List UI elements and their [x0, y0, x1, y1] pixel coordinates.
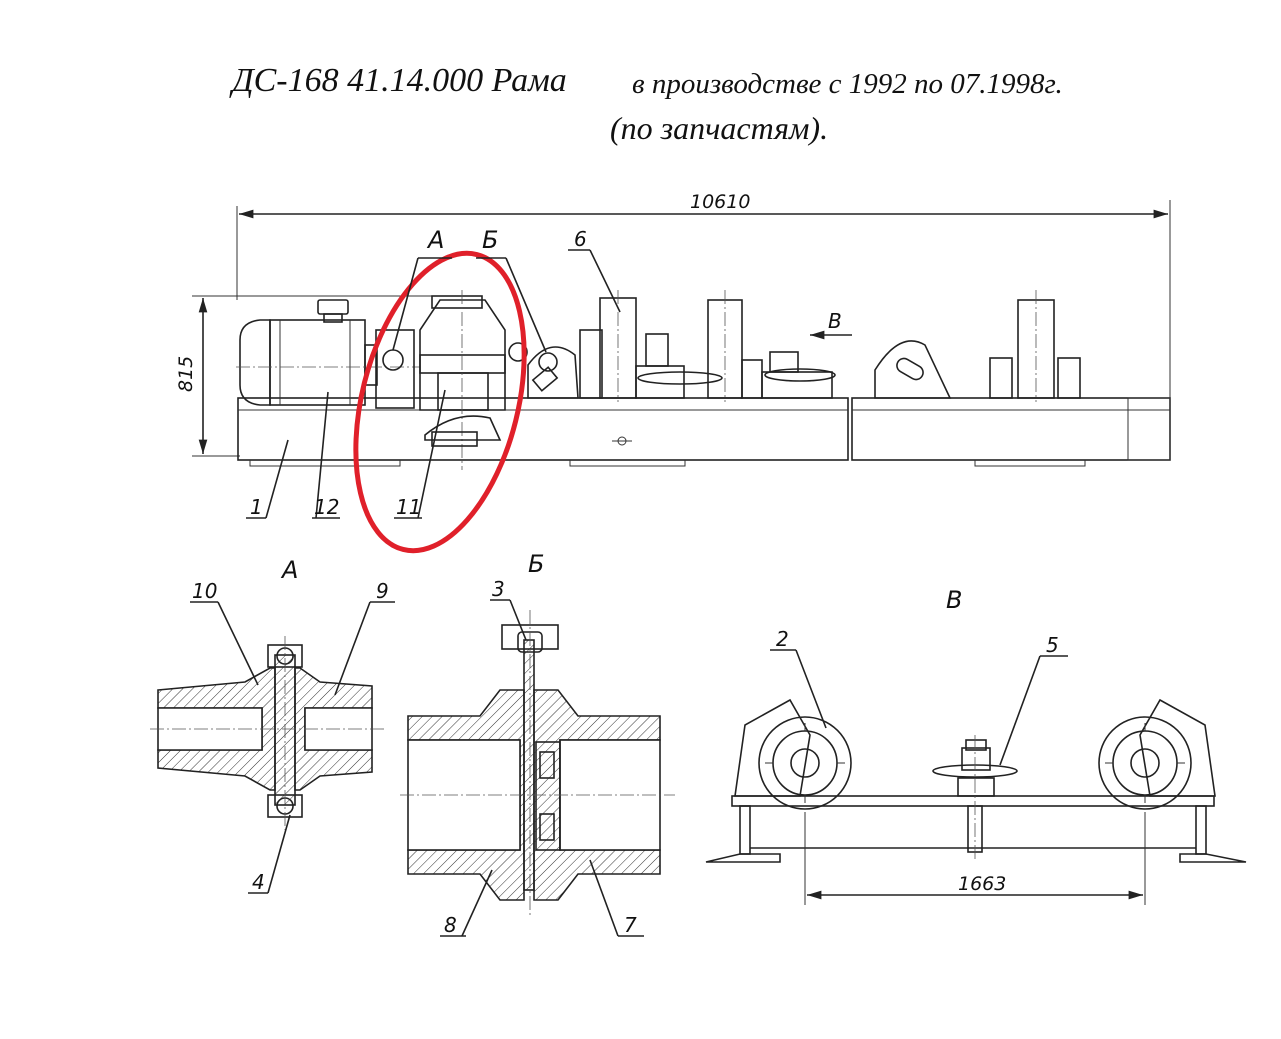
height-label: 815 — [175, 356, 197, 392]
title-block: ДС-168 41.14.000 Рама в производстве с 1… — [0, 0, 1281, 170]
section-a-title: А — [280, 556, 298, 584]
callout-2-label: 2 — [776, 627, 789, 651]
overall-length-label: 10610 — [690, 191, 750, 213]
callout-1: 1 — [246, 439, 289, 519]
callout-12-label: 12 — [314, 495, 339, 519]
section-b-title: Б — [528, 550, 544, 578]
view-v-arrow: В — [810, 309, 852, 340]
dimension-height: 815 — [175, 295, 440, 457]
callout-10-label: 10 — [192, 579, 217, 603]
view-v-marker: В — [828, 309, 842, 333]
callout-7-label: 7 — [624, 913, 637, 937]
view-v-end: В 1663 2 — [705, 586, 1247, 905]
callout-1-label: 1 — [250, 495, 263, 519]
callout-3-label: 3 — [492, 577, 505, 601]
tail-assembly — [874, 290, 1081, 402]
section-a-coupling: А 10 9 4 — [150, 556, 395, 894]
bearing-block — [527, 346, 579, 399]
drawing-title: ДС-168 41.14.000 Рама — [232, 62, 567, 99]
production-note: в производстве с 1992 по 07.1998г. — [632, 68, 1063, 100]
electric-motor — [236, 299, 420, 406]
callout-9-label: 9 — [376, 579, 389, 603]
drive-units — [579, 290, 836, 402]
guard-housing — [424, 415, 502, 447]
callout-12: 12 — [312, 391, 340, 519]
spare-parts-note: (по запчастям). — [610, 110, 829, 146]
gearbox — [375, 290, 528, 470]
callout-6-label: 6 — [574, 227, 587, 251]
callout-6: 6 — [568, 227, 621, 313]
highlight-ellipse — [353, 250, 527, 554]
section-a-marker: А — [426, 226, 444, 254]
main-side-view: 10610 815 — [175, 191, 1171, 554]
section-b-flange: Б 3 8 7 — [400, 550, 675, 937]
callout-8-label: 8 — [444, 913, 457, 937]
section-b-marker: Б — [482, 226, 498, 254]
callout-5-label: 5 — [1046, 633, 1059, 657]
dimension-overall-length: 10610 — [236, 191, 1171, 398]
callout-11: 11 — [394, 389, 446, 519]
section-ab-markers: А Б — [392, 226, 547, 353]
view-v-title: В — [946, 586, 962, 614]
callout-4-label: 4 — [252, 870, 265, 894]
callout-11-label: 11 — [396, 495, 421, 519]
rail-span-label: 1663 — [958, 873, 1006, 895]
